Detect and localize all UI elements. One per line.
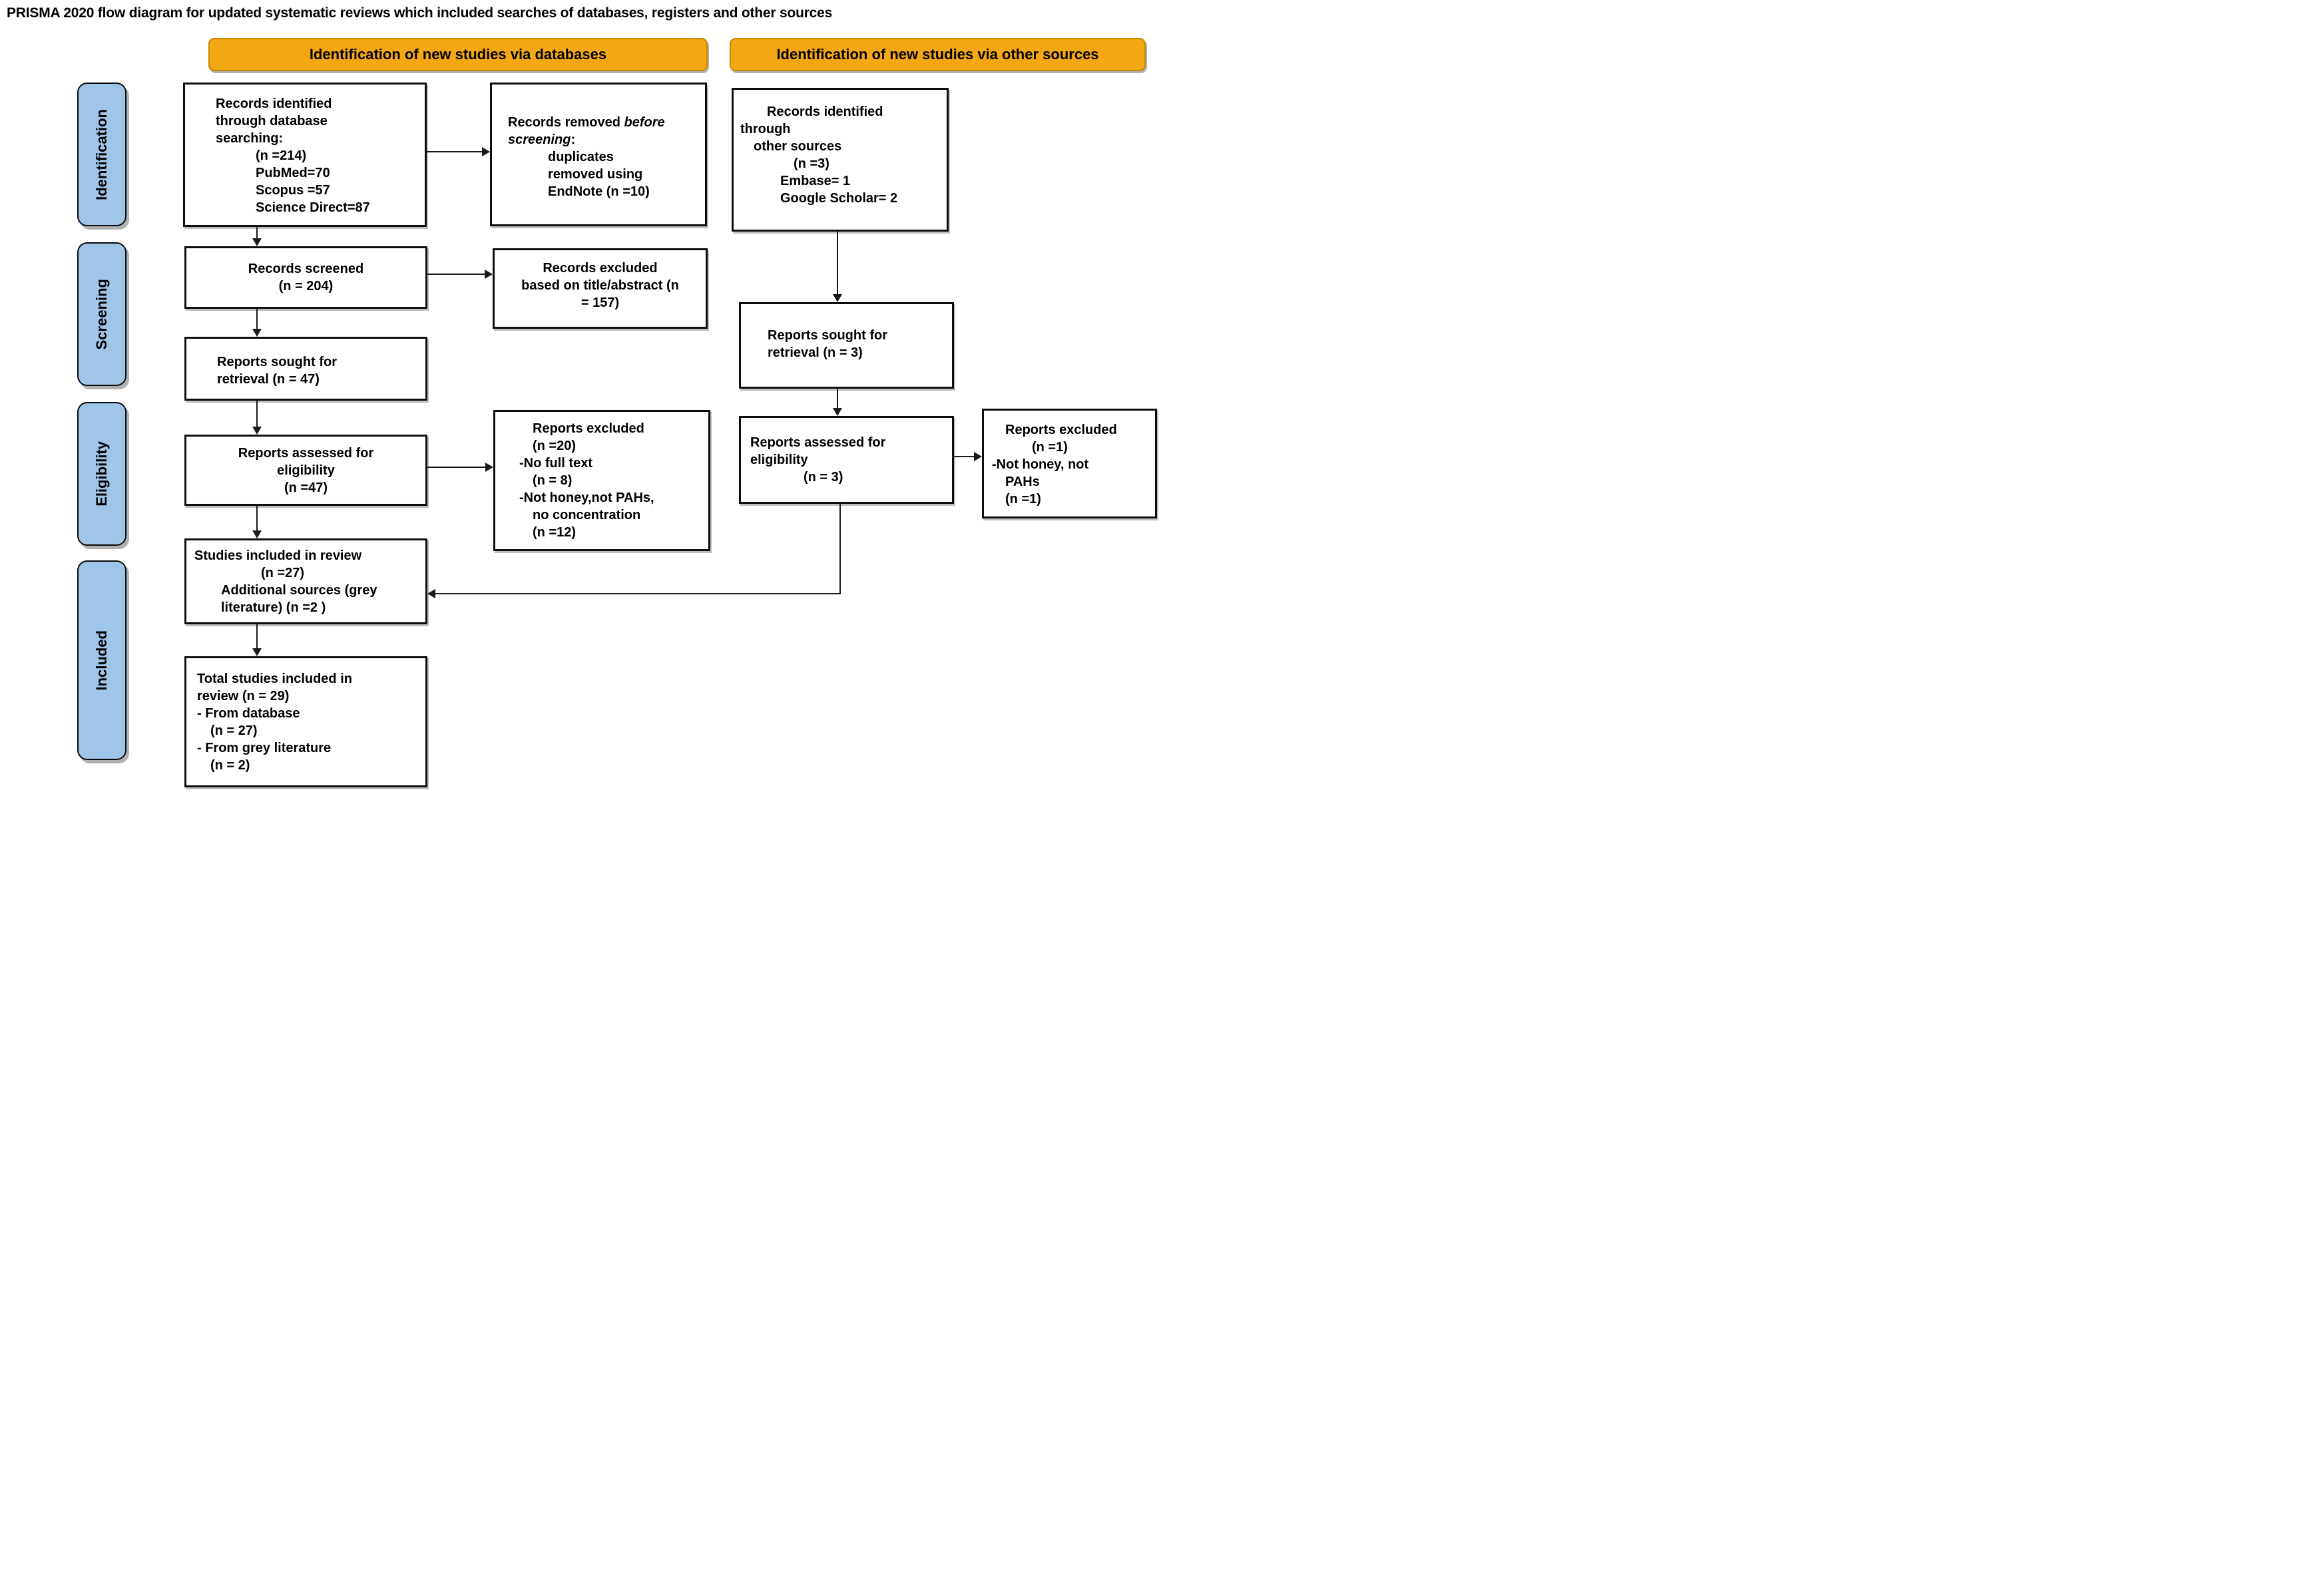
stage-label-text: Identification bbox=[93, 108, 110, 200]
stage-label-text: Screening bbox=[93, 278, 110, 350]
box-studies-included-review: Studies included in review(n =27)Additio… bbox=[184, 538, 427, 624]
connector-screened-to-sought bbox=[256, 309, 258, 330]
connector-sought3-to-assessed3 bbox=[837, 389, 838, 409]
stage-label-eligibility: Eligibility bbox=[77, 402, 126, 546]
arrowhead-down-icon bbox=[252, 427, 262, 435]
connector-sought-to-assessed bbox=[256, 401, 258, 428]
connector-other-sources-to-sought bbox=[837, 232, 838, 296]
banner-new-studies-databases: Identification of new studies via databa… bbox=[208, 38, 708, 71]
stage-label-identification: Identification bbox=[77, 83, 126, 226]
box-records-screened: Records screened(n = 204) bbox=[184, 246, 427, 309]
connector-assessed3-to-excluded-right bbox=[954, 456, 975, 457]
stage-label-text: Eligibility bbox=[93, 441, 110, 506]
connector-included-to-total bbox=[256, 624, 258, 650]
prisma-flow-diagram: PRISMA 2020 flow diagram for updated sys… bbox=[0, 0, 1162, 794]
arrowhead-right-icon bbox=[485, 270, 493, 279]
arrowhead-right-icon bbox=[482, 147, 490, 156]
connector-assessed3-elbow-horizontal bbox=[435, 593, 841, 594]
stage-label-text: Included bbox=[93, 630, 110, 691]
arrowhead-down-icon bbox=[833, 294, 842, 302]
arrowhead-right-icon bbox=[485, 463, 493, 472]
connector-assessed3-elbow-vertical bbox=[839, 504, 841, 594]
arrowhead-down-icon bbox=[252, 530, 262, 538]
arrowhead-down-icon bbox=[252, 648, 262, 656]
connector-assessed-to-included bbox=[256, 506, 258, 532]
connector-screened-to-excluded bbox=[427, 274, 486, 275]
stage-label-screening: Screening bbox=[77, 242, 126, 386]
stage-label-included: Included bbox=[77, 560, 126, 760]
box-reports-excluded-databases: Reports excluded(n =20)-No full text(n =… bbox=[493, 410, 710, 551]
connector-records-db-to-removed bbox=[427, 151, 483, 152]
connector-assessed-to-excluded bbox=[427, 467, 487, 468]
arrowhead-down-icon bbox=[833, 408, 842, 416]
arrowhead-left-icon bbox=[427, 589, 435, 598]
page-title: PRISMA 2020 flow diagram for updated sys… bbox=[7, 5, 833, 21]
arrowhead-down-icon bbox=[252, 238, 262, 246]
arrowhead-right-icon bbox=[974, 452, 982, 461]
connector-records-db-to-screened bbox=[256, 227, 258, 240]
arrowhead-down-icon bbox=[252, 329, 262, 337]
banner-new-studies-other-sources: Identification of new studies via other … bbox=[730, 38, 1146, 71]
